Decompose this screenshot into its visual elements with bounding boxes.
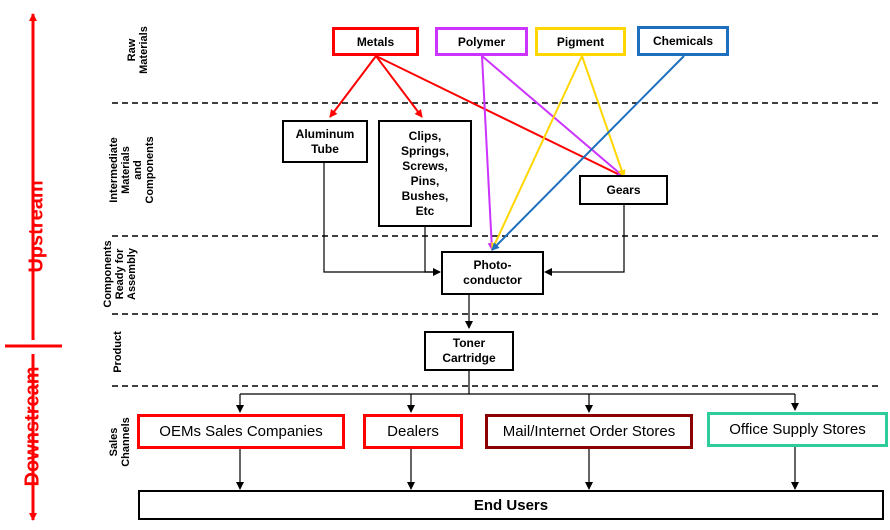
pigment-box: Pigment — [535, 27, 626, 56]
section-label-sales-channels: Sales Channels — [108, 417, 132, 467]
section-label-product: Product — [112, 331, 124, 373]
section-label-intermediate: Intermediate Materials and Components — [108, 136, 156, 204]
polymer-to-photoconductor-arrow — [481, 55, 496, 251]
metals-to-aluminum-arrow — [329, 55, 377, 118]
clips-to-photoconductor-arrow — [424, 226, 440, 273]
section-label-ready-for-assembly: Components Ready for Assembly — [102, 240, 138, 308]
downstream-label: Downstream — [21, 366, 44, 487]
metals-to-clips-arrow — [375, 55, 423, 118]
pigment-to-photoconductor-arrow — [491, 55, 583, 251]
chemicals-box: Chemicals — [637, 26, 729, 56]
end-users-box: End Users — [138, 490, 884, 520]
section-label-raw-materials: Raw Materials — [126, 26, 150, 74]
gears-to-photoconductor-arrow — [544, 205, 625, 276]
aluminum-to-photoconductor-arrow — [323, 162, 441, 276]
photoconductor-box: Photo- conductor — [441, 251, 544, 295]
oems-sales-box: OEMs Sales Companies — [137, 414, 345, 449]
dealers-box: Dealers — [363, 414, 463, 449]
office-supply-box: Office Supply Stores — [707, 412, 888, 447]
metals-box: Metals — [332, 27, 419, 56]
upstream-label: Upstream — [25, 180, 48, 273]
mail-internet-box: Mail/Internet Order Stores — [485, 414, 693, 449]
polymer-box: Polymer — [435, 27, 528, 56]
toner-cartridge-box: Toner Cartridge — [424, 331, 514, 371]
clips-springs-box: Clips, Springs, Screws, Pins, Bushes, Et… — [378, 120, 472, 227]
metals-to-gears-arrow — [375, 55, 625, 178]
aluminum-tube-box: Aluminum Tube — [282, 120, 368, 163]
pigment-to-gears-arrow — [581, 55, 626, 178]
chemicals-to-photoconductor-arrow — [491, 55, 685, 251]
gears-box: Gears — [579, 175, 668, 205]
